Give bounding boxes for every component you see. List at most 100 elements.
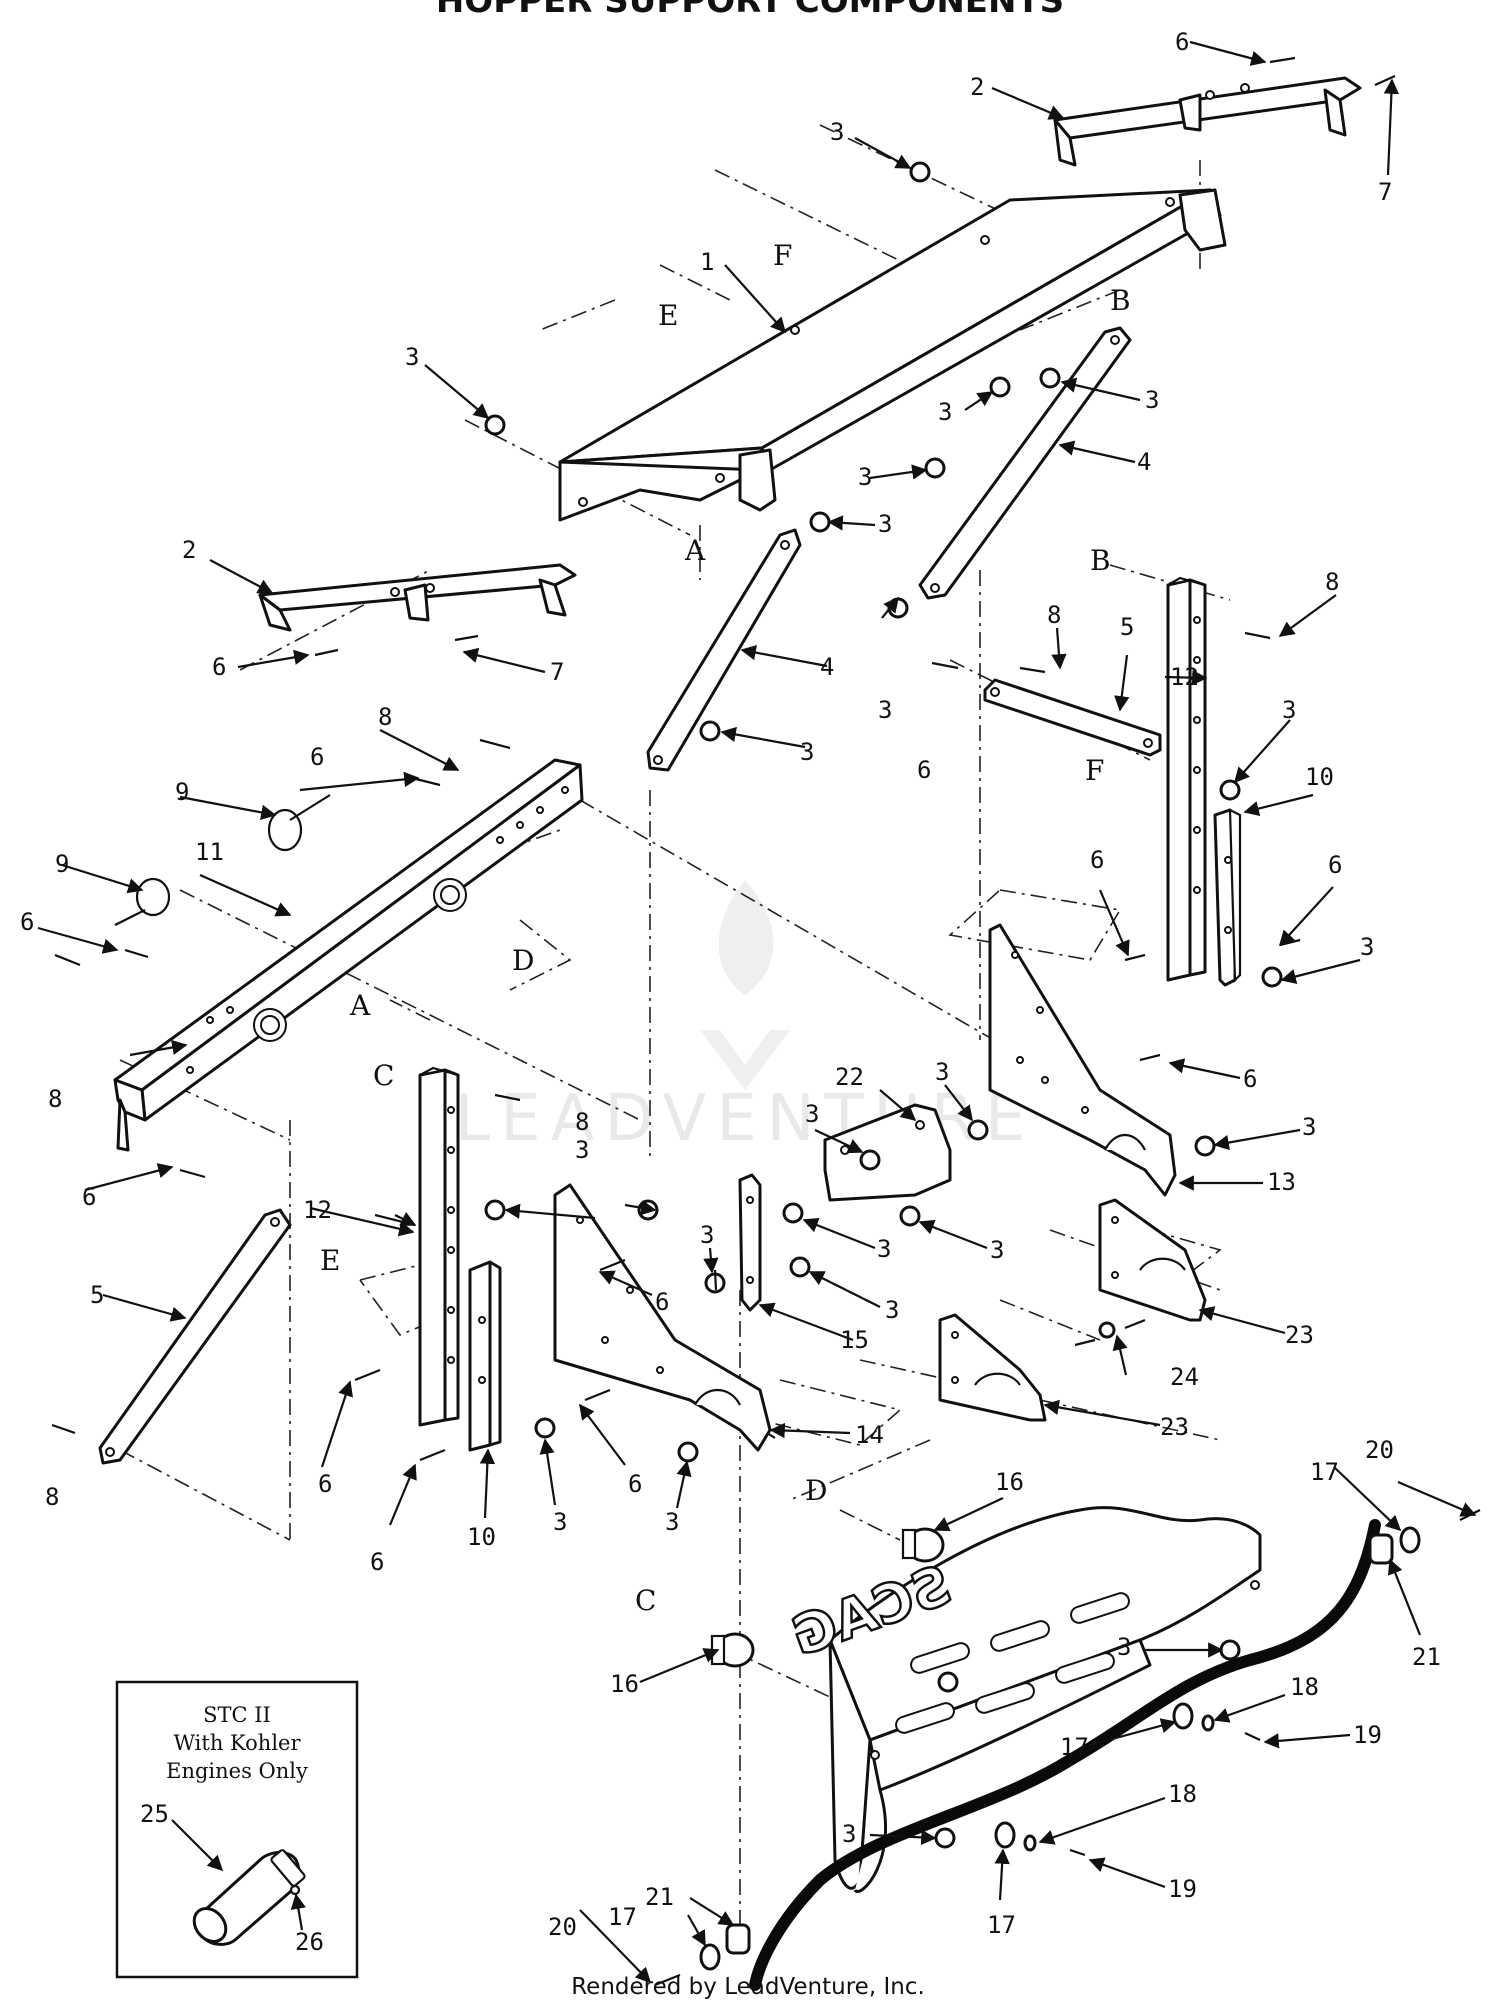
inset-line-3: Engines Only xyxy=(166,1759,308,1783)
callout-18: 18 xyxy=(1290,1673,1319,1701)
callout-7: 7 xyxy=(1378,178,1392,206)
part-strap-upper xyxy=(983,678,1162,757)
part-cross-channel xyxy=(113,758,584,1152)
ref-letter-e-lower: E xyxy=(320,1244,340,1277)
ref-letter-f-lower: F xyxy=(1085,754,1104,787)
callout-numbers: 6 2 7 3 1 3 3 3 3 4 3 2 4 6 7 3 3 8 12 8… xyxy=(20,28,1441,1941)
part-side-plate-right xyxy=(988,923,1177,1197)
ref-letter-b-lower: B xyxy=(1090,544,1111,577)
callout-3: 3 xyxy=(800,738,814,766)
callout-3: 3 xyxy=(665,1508,679,1536)
callout-6: 6 xyxy=(370,1548,384,1576)
callout-leaders xyxy=(37,40,1477,1984)
ref-letter-d-upper: D xyxy=(512,944,534,977)
callout-8: 8 xyxy=(1047,601,1061,629)
part-bracket-lower xyxy=(258,563,577,632)
callout-5: 5 xyxy=(1120,613,1134,641)
inset-kohler-option: STC II With Kohler Engines Only 25 26 xyxy=(115,1680,359,1979)
callout-2: 2 xyxy=(182,536,196,564)
callout-23: 23 xyxy=(1160,1413,1189,1441)
callout-6: 6 xyxy=(1328,851,1342,879)
callout-3: 3 xyxy=(938,398,952,426)
part-rubber-flap-cable xyxy=(749,1519,1381,1991)
part-hopper-support-plate xyxy=(558,188,1227,522)
callout-20: 20 xyxy=(1365,1436,1394,1464)
part-upright-right xyxy=(1166,576,1207,982)
callout-12: 12 xyxy=(1170,663,1199,691)
part-bracket-upper xyxy=(1053,76,1362,167)
callout-10: 10 xyxy=(467,1523,496,1551)
callout-18: 18 xyxy=(1168,1780,1197,1808)
callout-6: 6 xyxy=(1090,846,1104,874)
callout-3: 3 xyxy=(575,1136,589,1164)
callout-3: 3 xyxy=(878,510,892,538)
part-support-arm-left xyxy=(646,528,802,772)
callout-21: 21 xyxy=(645,1883,674,1911)
reference-letters: F E B A B F D A C E D C xyxy=(320,239,1131,1617)
callout-6: 6 xyxy=(1243,1065,1257,1093)
hardware-bolts xyxy=(51,56,1481,1987)
callout-9: 9 xyxy=(55,850,69,878)
ref-letter-a-upper: A xyxy=(684,534,706,567)
callout-6: 6 xyxy=(310,743,324,771)
callout-17: 17 xyxy=(1060,1733,1089,1761)
callout-23: 23 xyxy=(1285,1321,1314,1349)
part-support-arm-right xyxy=(918,326,1132,600)
part-angle-strip-left xyxy=(468,1260,502,1452)
callout-8: 8 xyxy=(1325,568,1339,596)
inset-line-2: With Kohler xyxy=(173,1731,301,1755)
part-slotted-bracket-lower xyxy=(938,1313,1047,1422)
callout-19: 19 xyxy=(1168,1875,1197,1903)
callout-3: 3 xyxy=(1117,1633,1131,1661)
hardware-washers-spacers xyxy=(699,1321,1421,1971)
callout-25: 25 xyxy=(140,1800,169,1828)
callout-3: 3 xyxy=(553,1508,567,1536)
callout-3: 3 xyxy=(1360,933,1374,961)
part-bumper-upper xyxy=(901,1527,945,1563)
ref-letter-c-lower: C xyxy=(635,1584,656,1617)
callout-6: 6 xyxy=(628,1470,642,1498)
callout-13: 13 xyxy=(1267,1168,1296,1196)
part-small-strap xyxy=(738,1173,762,1312)
callout-17: 17 xyxy=(608,1903,637,1931)
callout-3: 3 xyxy=(830,118,844,146)
part-hitch-pin-upper xyxy=(267,794,331,852)
part-mount-bracket xyxy=(823,1103,952,1202)
callout-14: 14 xyxy=(855,1421,884,1449)
ref-letter-e-upper: E xyxy=(658,299,678,332)
callout-4: 4 xyxy=(820,653,834,681)
callout-20: 20 xyxy=(548,1913,577,1941)
callout-3: 3 xyxy=(405,343,419,371)
callout-26: 26 xyxy=(295,1928,324,1956)
callout-3: 3 xyxy=(1282,696,1296,724)
callout-3: 3 xyxy=(878,696,892,724)
callout-9: 9 xyxy=(175,778,189,806)
callout-24: 24 xyxy=(1170,1363,1199,1391)
callout-3: 3 xyxy=(805,1100,819,1128)
callout-6: 6 xyxy=(917,756,931,784)
callout-15: 15 xyxy=(840,1326,869,1354)
part-bumper-lower xyxy=(710,1632,755,1668)
callout-6: 6 xyxy=(20,908,34,936)
part-exhaust-pipe-icon xyxy=(192,1849,306,1946)
leadventure-watermark: LEADVENTURE xyxy=(455,880,1025,1156)
callout-3: 3 xyxy=(885,1296,899,1324)
ref-letter-b-upper: B xyxy=(1110,284,1131,317)
callout-3: 3 xyxy=(877,1235,891,1263)
callout-22: 22 xyxy=(835,1063,864,1091)
diagram-title: HOPPER SUPPORT COMPONENTS xyxy=(436,0,1064,21)
callout-7: 7 xyxy=(550,658,564,686)
ref-letter-d-lower: D xyxy=(805,1474,827,1507)
part-slotted-bracket-upper xyxy=(1098,1198,1207,1322)
callout-3: 3 xyxy=(935,1058,949,1086)
inset-line-1: STC II xyxy=(203,1703,271,1727)
callout-3: 3 xyxy=(1145,386,1159,414)
callout-12: 12 xyxy=(303,1196,332,1224)
callout-3: 3 xyxy=(700,1221,714,1249)
callout-6: 6 xyxy=(1175,28,1189,56)
callout-2: 2 xyxy=(970,73,984,101)
callout-21: 21 xyxy=(1412,1643,1441,1671)
assembly-centerlines xyxy=(119,124,1231,1950)
callout-17: 17 xyxy=(1310,1458,1339,1486)
